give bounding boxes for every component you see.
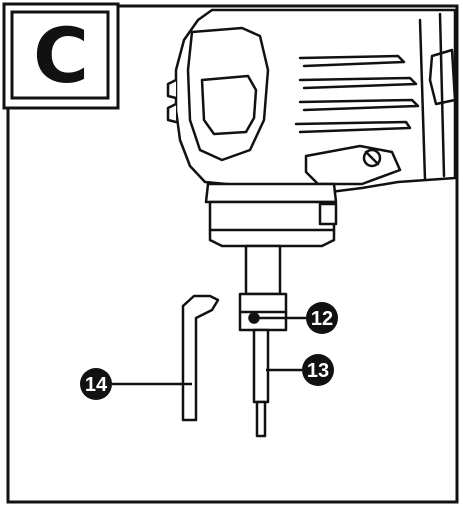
callout-12-number: 12 (311, 308, 333, 330)
housing-shroud-inner (200, 74, 258, 136)
hex-bit-shank (252, 328, 270, 404)
rib-1 (418, 18, 427, 182)
vent-slot-4 (294, 120, 412, 134)
callout-14-badge (80, 368, 112, 400)
callout-13: 13 (302, 354, 334, 386)
anvil-shaft (244, 244, 282, 296)
nose-collar (204, 182, 338, 204)
side-nub-upper (166, 78, 178, 100)
panel-letter: C (33, 11, 89, 100)
callout-12: 12 (306, 302, 338, 334)
nose-latch (318, 202, 338, 226)
panel-label: C (2, 2, 120, 110)
side-nub-lower (166, 102, 178, 124)
vent-slot-2 (298, 76, 418, 90)
impact-driver-drawing (166, 8, 457, 438)
allen-key (181, 294, 220, 422)
callout-14: 14 (80, 368, 112, 400)
housing-screw-slot (364, 150, 380, 166)
rib-2 (438, 12, 446, 178)
panel-label-inner-box (10, 10, 110, 100)
vent-slot-3 (298, 98, 420, 112)
callout-13-badge (302, 354, 334, 386)
nose-body (208, 200, 336, 248)
hex-bit-tip (255, 400, 267, 438)
vent-slot-1 (298, 54, 406, 68)
callout-14-number: 14 (85, 374, 108, 396)
figure-border (6, 4, 459, 504)
callout-12-badge (306, 302, 338, 334)
callout-13-number: 13 (307, 360, 329, 382)
